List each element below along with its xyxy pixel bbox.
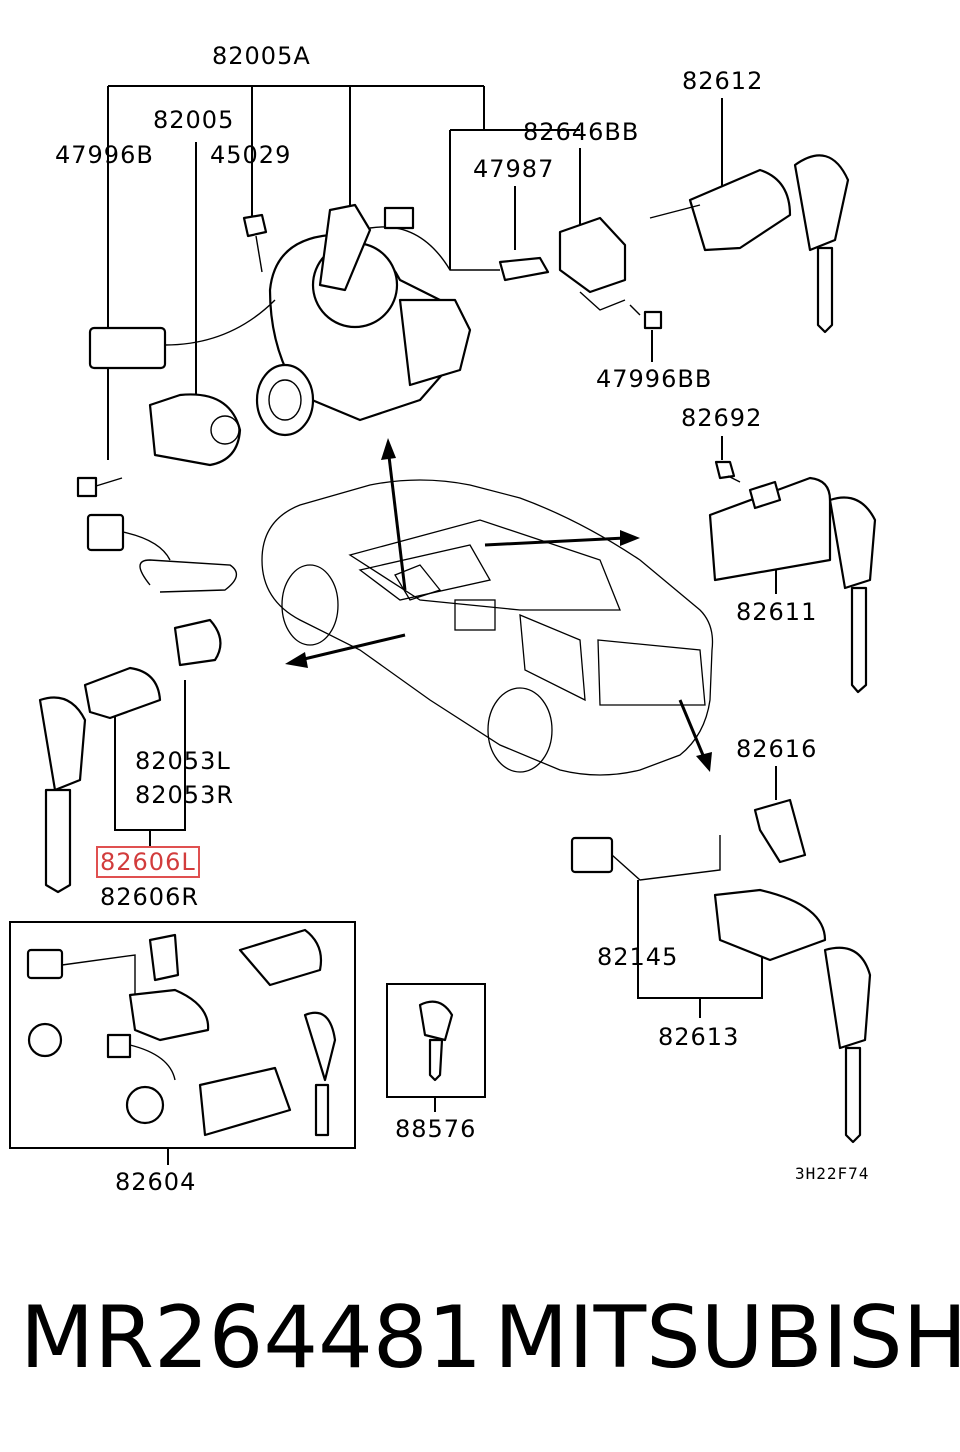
direction-arrows: [285, 438, 712, 772]
callout-82616: 82616: [736, 735, 818, 763]
steering-lock-assembly: [255, 203, 550, 437]
harness-connector: [88, 299, 276, 370]
kit-box-82604: [9, 921, 356, 1149]
callout-82606L-highlighted: 82606L: [96, 846, 200, 878]
lock-cylinder-82612: [649, 154, 850, 334]
parts-diagram: [9, 85, 877, 1165]
control-module: [558, 216, 627, 311]
tailgate-lock-82613: [570, 835, 872, 1144]
ignition-switch: [148, 393, 242, 467]
kit-82604-contents: [26, 928, 337, 1137]
callout-47996BB: 47996BB: [596, 365, 713, 393]
car-outline: [261, 479, 714, 776]
screw-45029: [242, 213, 268, 273]
callout-82646BB: 82646BB: [523, 118, 640, 146]
callout-45029: 45029: [210, 141, 292, 169]
door-lock-82606: [38, 513, 238, 894]
callout-47996B: 47996B: [55, 141, 154, 169]
screw-82692: [714, 460, 741, 483]
key-88576: [418, 1000, 454, 1082]
callout-47987: 47987: [473, 155, 555, 183]
callout-82005A: 82005A: [212, 42, 311, 70]
callout-82053R: 82053R: [135, 781, 235, 809]
screw-47996BB: [629, 304, 663, 330]
callout-82606R: 82606R: [100, 883, 200, 911]
callout-82005: 82005: [153, 106, 235, 134]
callout-88576: 88576: [395, 1115, 477, 1143]
glovebox-lock-82611: [708, 476, 877, 694]
callout-82053L: 82053L: [135, 747, 231, 775]
brand-name: MITSUBISHI: [494, 1288, 960, 1388]
diagram-code: 3H22F74: [795, 1164, 870, 1183]
part-number: MR264481: [20, 1288, 483, 1388]
callout-82613: 82613: [658, 1023, 740, 1051]
callout-82611: 82611: [736, 598, 818, 626]
callout-82604: 82604: [115, 1168, 197, 1196]
clip-82616: [753, 798, 807, 864]
key-box-88576: [386, 983, 486, 1098]
leader-lines: [107, 85, 777, 1165]
callout-82692: 82692: [681, 404, 763, 432]
callout-82612: 82612: [682, 67, 764, 95]
callout-82145: 82145: [597, 943, 679, 971]
screw-47996B: [76, 476, 123, 498]
